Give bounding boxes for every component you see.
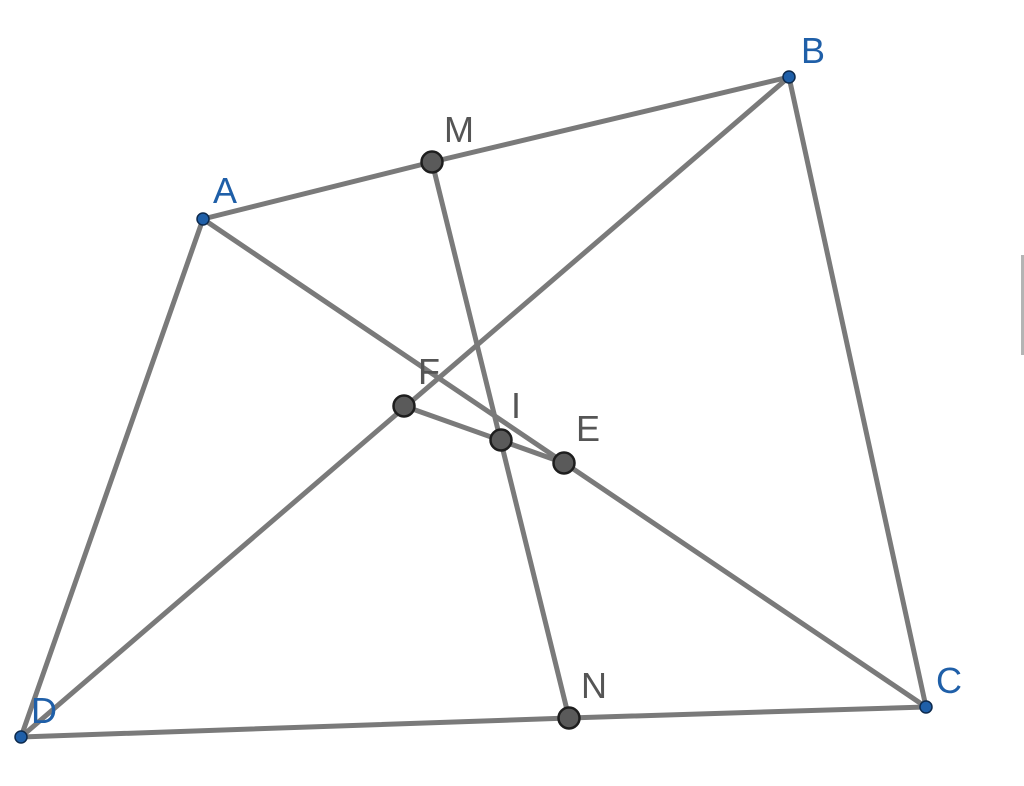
label-F: F: [418, 351, 440, 392]
point-I[interactable]: [489, 428, 513, 452]
label-I: I: [511, 385, 521, 426]
label-B: B: [801, 30, 825, 71]
point-labels: A B C D M N E F I: [31, 30, 962, 731]
label-N: N: [581, 665, 607, 706]
segments: [18, 74, 929, 740]
segment-NC: [566, 704, 929, 721]
points: [14, 70, 933, 744]
segment-AM: [200, 159, 435, 222]
point-E[interactable]: [552, 451, 576, 475]
point-N[interactable]: [557, 706, 581, 730]
segment-FE: [401, 403, 567, 466]
point-D[interactable]: [14, 730, 28, 744]
label-A: A: [213, 170, 237, 211]
segment-BC: [786, 74, 929, 710]
segment-MB: [429, 74, 792, 165]
label-M: M: [444, 109, 474, 150]
point-B[interactable]: [782, 70, 796, 84]
point-C[interactable]: [919, 700, 933, 714]
scrollbar-edge[interactable]: [1021, 255, 1024, 355]
point-M[interactable]: [420, 150, 444, 174]
point-F[interactable]: [392, 394, 416, 418]
segment-DN: [18, 715, 572, 740]
label-C: C: [936, 660, 962, 701]
segment-AD: [18, 216, 206, 740]
label-D: D: [31, 690, 57, 731]
label-E: E: [576, 408, 600, 449]
point-A[interactable]: [196, 212, 210, 226]
